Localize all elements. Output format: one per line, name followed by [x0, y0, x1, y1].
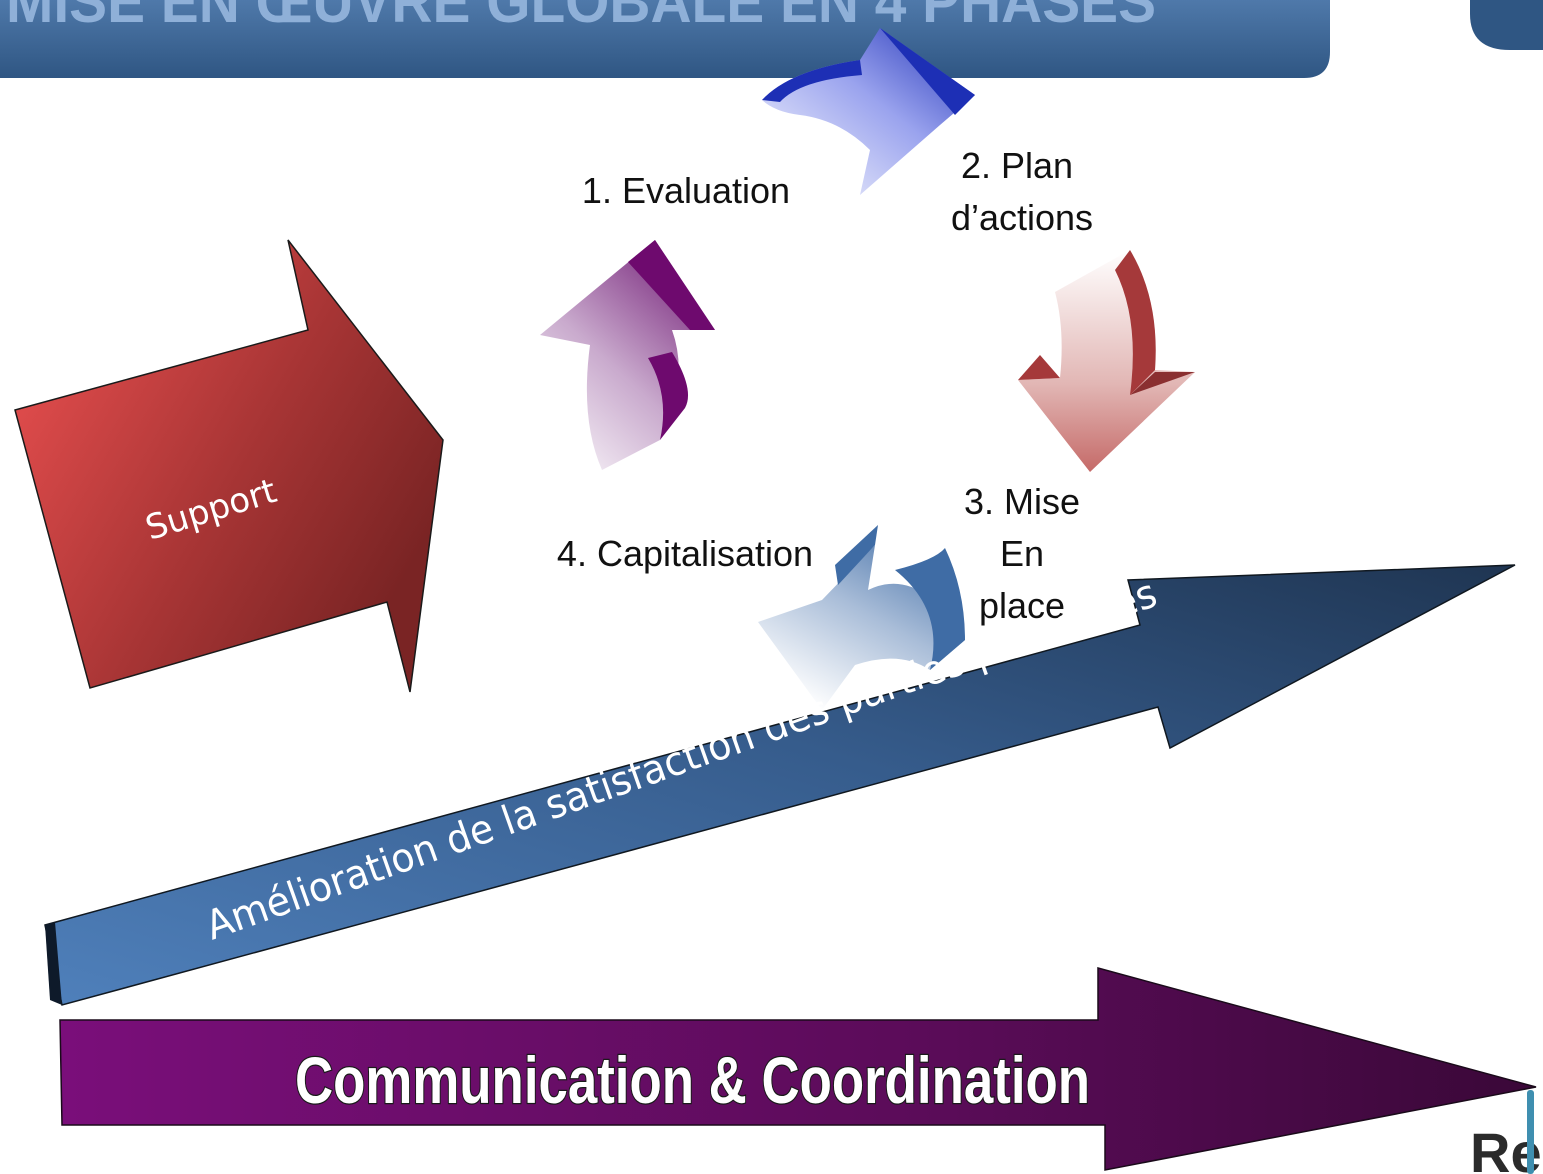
header-band-shape: [0, 0, 1330, 78]
red-arrow-side: [1115, 250, 1156, 395]
support-arrow: Support: [14, 239, 444, 693]
improvement-label: Amélioration de la satisfaction des part…: [200, 571, 1163, 950]
blue-arrow-tail-side: [762, 60, 862, 102]
purple-arrow-head-side: [628, 240, 715, 330]
purple-arrow-body: [540, 240, 715, 470]
logo: Re: [1470, 1090, 1542, 1174]
step-capitalisation-label: 4. Capitalisation: [557, 533, 813, 574]
cycle-arrow-evaluation-to-plan: [762, 28, 975, 195]
communication-arrow: Communication & Coordination: [59, 967, 1537, 1171]
support-arrow-shape: [14, 239, 444, 693]
step-evaluation-label: 1. Evaluation: [582, 170, 790, 211]
improvement-arrow-tail-edge: [45, 922, 62, 1005]
communication-label: Communication & Coordination: [295, 1043, 1090, 1117]
step-mise-label-line3: place: [979, 585, 1065, 626]
red-arrow-head-side: [1130, 372, 1195, 395]
corner-decoration: [1470, 0, 1543, 50]
cycle-arrow-capitalisation-to-evaluation: [540, 240, 715, 470]
logo-bar: [1527, 1090, 1534, 1174]
page-title: MISE EN ŒUVRE GLOBALE EN 4 PHASES: [6, 0, 1156, 35]
communication-arrow-shape: [59, 967, 1537, 1171]
cycle-arrow-plan-to-mise: [1018, 250, 1195, 472]
improvement-arrow-shape: [44, 564, 1516, 1006]
purple-arrow-tail-side: [648, 352, 689, 440]
steel-arrow-body: [758, 545, 965, 710]
step-mise-label-line1: 3. Mise: [964, 481, 1080, 522]
step-mise-label-line2: En: [1000, 533, 1044, 574]
steel-arrow-head-side: [835, 525, 878, 585]
red-arrow-head-left: [1018, 355, 1060, 380]
header-band: MISE EN ŒUVRE GLOBALE EN 4 PHASES: [0, 0, 1330, 78]
steel-arrow-tail-side: [895, 548, 965, 670]
cycle-arrow-mise-to-capitalisation: [758, 525, 965, 710]
step-plan-label-line1: 2. Plan: [961, 145, 1073, 186]
step-plan-label-line2: d’actions: [951, 197, 1093, 238]
blue-arrow-head-side: [880, 28, 975, 115]
